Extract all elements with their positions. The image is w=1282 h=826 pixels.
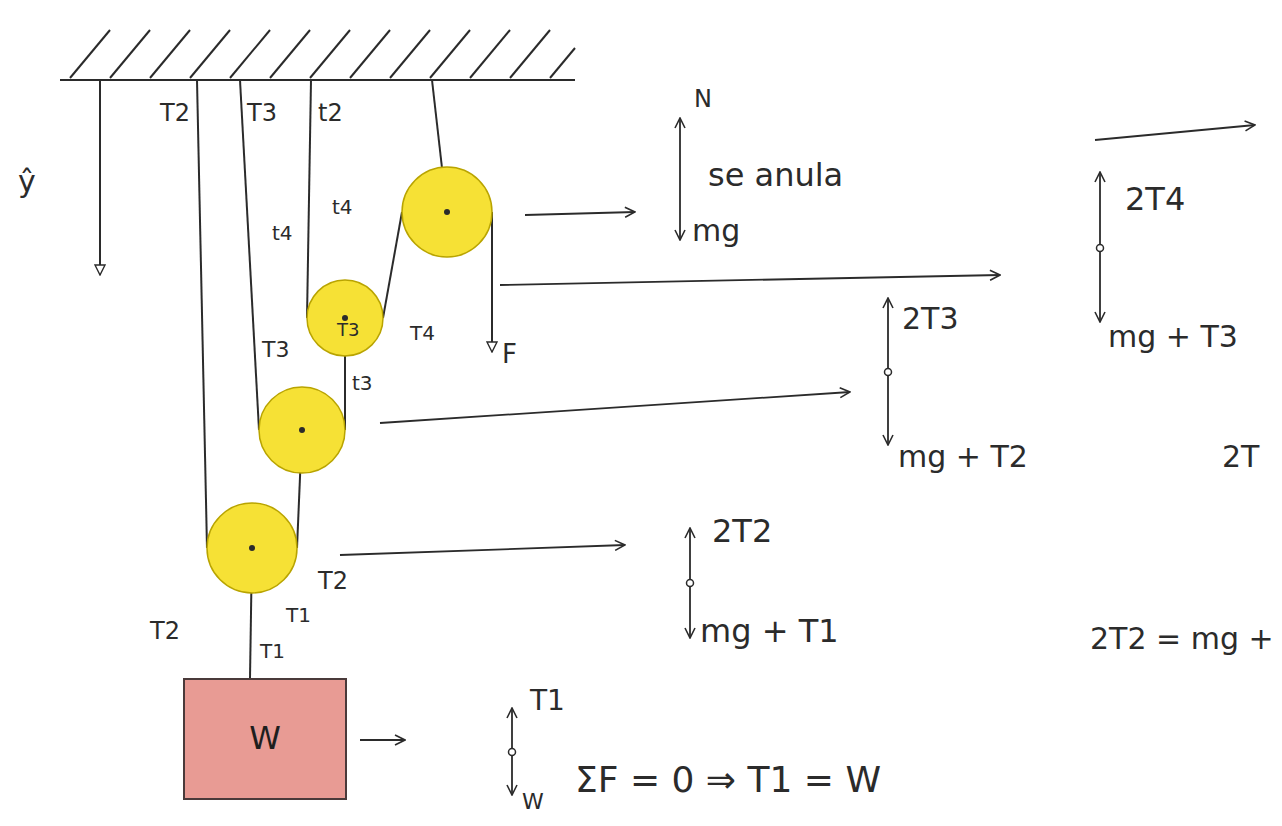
label-anchor: ŷ	[18, 165, 36, 198]
label-anchor: mg + T3	[1108, 320, 1238, 353]
force-label: 2T4	[1125, 182, 1185, 217]
label-anchor: T1	[530, 686, 565, 717]
label-anchor: 2T2	[712, 514, 772, 549]
label-anchor: T3	[262, 338, 289, 362]
label-anchor: 2T2 = mg +	[1090, 622, 1274, 655]
weight-label: W	[249, 721, 281, 756]
label-anchor: N	[694, 86, 712, 112]
force-label: mg + T2	[898, 440, 1028, 473]
force-label: t2	[318, 100, 343, 126]
force-label: T3	[247, 100, 277, 126]
force-label: 2T3	[902, 302, 959, 335]
label-anchor: T3	[247, 100, 277, 126]
force-label: se anula	[708, 158, 843, 193]
pulleys	[207, 167, 492, 593]
force-label: T1	[286, 604, 311, 626]
label-anchor: ΣF = 0 ⇒ T1 = W	[575, 760, 881, 800]
label-anchor: se anula	[708, 158, 843, 193]
force-label: T1	[530, 686, 565, 717]
force-label: ŷ	[18, 165, 36, 198]
label-anchor: mg	[692, 214, 740, 247]
label-anchor: mg + T2	[898, 440, 1028, 473]
force-label: mg + T1	[700, 614, 839, 649]
free-body-diagrams	[512, 118, 1100, 795]
label-anchor: T2	[160, 100, 190, 126]
label-anchor: T3	[337, 320, 359, 340]
force-label: T2	[318, 568, 348, 594]
label-anchor: 2T4	[1125, 182, 1185, 217]
force-label: 2T2	[712, 514, 772, 549]
force-label: N	[694, 86, 712, 112]
label-anchor: t4	[272, 222, 293, 244]
label-anchor: t3	[352, 372, 373, 394]
weight-box: W	[183, 678, 347, 800]
label-anchor: F	[502, 340, 517, 369]
force-label: mg + T3	[1108, 320, 1238, 353]
label-anchor: T1	[260, 640, 285, 662]
label-anchor: T2	[318, 568, 348, 594]
label-anchor: T4	[410, 322, 435, 344]
label-anchor: 2T	[1222, 440, 1259, 473]
ropes	[100, 80, 492, 678]
force-label: F	[502, 340, 517, 369]
label-anchor: t4	[332, 196, 353, 218]
force-label: T3	[262, 338, 289, 362]
label-anchor: 2T3	[902, 302, 959, 335]
force-label: mg	[692, 214, 740, 247]
force-label: T3	[337, 320, 359, 340]
pulley-axles	[249, 209, 450, 551]
force-label: 2T	[1222, 440, 1259, 473]
force-label: T4	[410, 322, 435, 344]
label-anchor: T1	[286, 604, 311, 626]
force-label: T2	[160, 100, 190, 126]
fbd-dots	[509, 245, 1104, 756]
force-label: W	[522, 790, 544, 814]
force-label: 2T2 = mg +	[1090, 622, 1274, 655]
force-label: T1	[260, 640, 285, 662]
force-label: ΣF = 0 ⇒ T1 = W	[575, 760, 881, 800]
ceiling	[60, 30, 575, 80]
force-label: T2	[150, 618, 180, 644]
label-anchor: W	[522, 790, 544, 814]
label-anchor: T2	[150, 618, 180, 644]
label-anchor: mg + T1	[700, 614, 839, 649]
force-label: t4	[272, 222, 293, 244]
force-label: t4	[332, 196, 353, 218]
label-anchor: t2	[318, 100, 343, 126]
force-label: t3	[352, 372, 373, 394]
